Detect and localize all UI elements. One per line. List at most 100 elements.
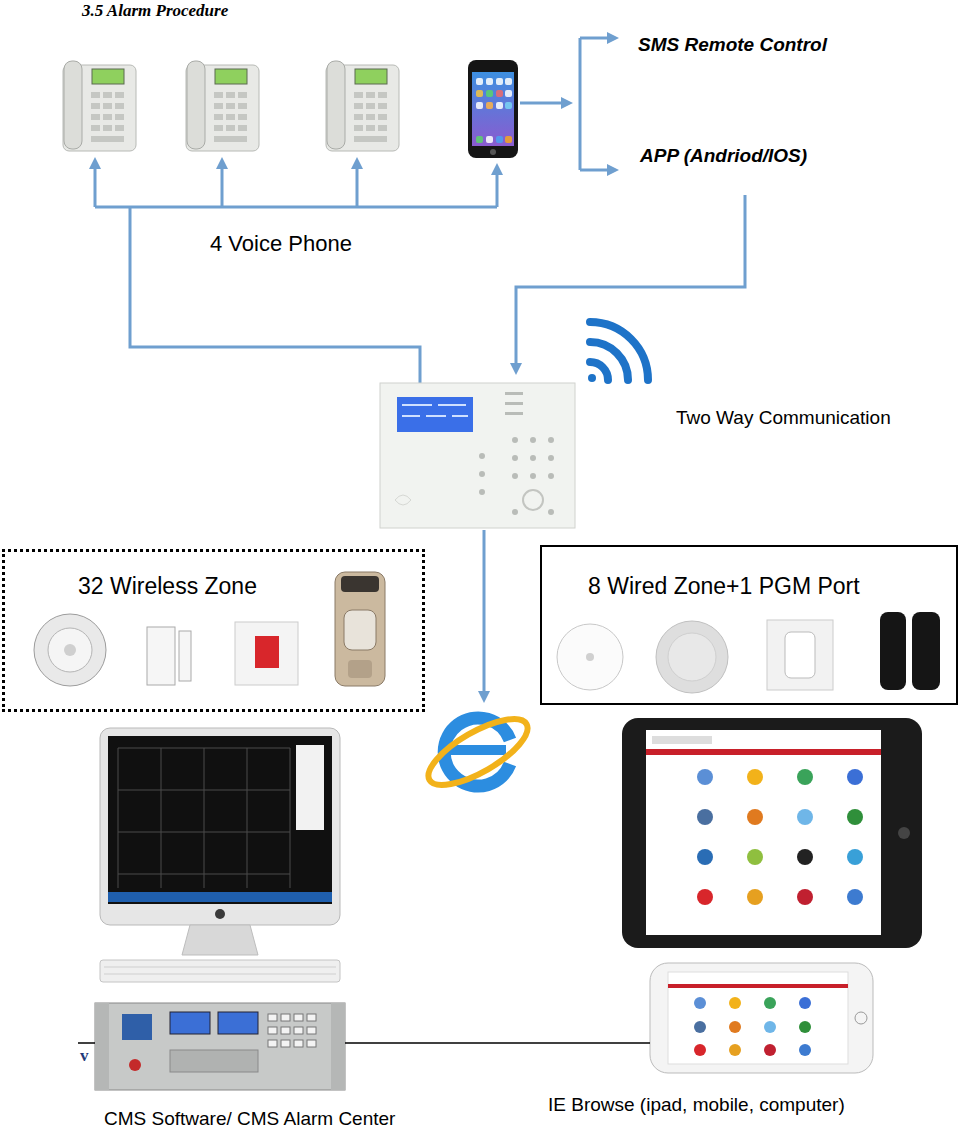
cms-alarm-receiver-part-part [268,1027,277,1034]
tablet-part [697,769,863,905]
fragment-text: v [80,1046,89,1066]
tablet-part [646,730,881,935]
alarm-panel-part-part [402,404,432,406]
alarm-panel-part-part [479,471,485,477]
cms-alarm-receiver-part [95,1003,109,1090]
alarm-panel-part-part [512,437,518,443]
mobile-phone-part [668,984,848,988]
wireless-devices-part [255,636,279,668]
smartphone-part-part [496,90,503,97]
smartphone-part-part [505,90,512,97]
alarm-panel-part-part [548,473,554,479]
tablet-part-part [847,849,863,865]
tablet [622,718,922,948]
wireless-devices-part [48,628,92,672]
alarm-panel-part [395,495,411,505]
smartphone-part-part [476,136,483,143]
signal-arrows-part [580,169,610,172]
wired-devices-part [586,653,594,661]
mobile-phone-part-part [799,1021,811,1033]
mobile-phone-part-part [694,997,706,1009]
mobile-phone-part-part [764,1021,776,1033]
wireless-devices-part [341,576,379,592]
wireless-icon-part [588,374,596,382]
wired-devices-part [557,624,623,690]
smartphone-part-part [505,102,512,109]
link-line-part [78,1042,95,1044]
alarm-panel-part-part [512,455,518,461]
wireless-devices-part [34,614,106,686]
smartphone-part-part [486,90,493,97]
wireless-devices-part [179,631,191,681]
cms-alarm-receiver-part-part [281,1027,290,1034]
cms-alarm-receiver-part-part [307,1014,316,1021]
signal-arrows-part [94,166,97,207]
browser-icon [420,707,537,798]
device-caption: CMS Software/ CMS Alarm Center [104,1108,395,1130]
mobile-phone-part-part [694,1044,706,1056]
alarm-panel-part [380,383,575,528]
cms-computer-part-part [118,748,290,888]
wired-devices-part [656,621,728,693]
wireless-devices-part [348,660,372,678]
alarm-panel [380,383,575,528]
smartphone-part-part [496,78,503,85]
tablet-part-part [697,849,713,865]
link-line-part [345,1042,650,1044]
tablet-part [622,718,922,948]
cms-alarm-receiver-part-part [268,1014,277,1021]
cms-computer-part [100,728,340,925]
tablet-part-part [697,769,713,785]
zone-heading: 8 Wired Zone+1 PGM Port [588,573,860,599]
cms-alarm-receiver-part-part [281,1040,290,1047]
smartphone-part [490,149,496,155]
wireless-devices-part [335,572,385,686]
signal-arrows-part [579,38,582,170]
tablet-part-part [797,889,813,905]
cms-computer-part-part [104,967,336,974]
alarm-panel-part-part [402,415,420,417]
tablet-part-part [847,769,863,785]
signal-arrows-part [580,37,610,40]
tablet-part-part [747,849,763,865]
wireless-devices [34,572,385,686]
alarm-panel-part-part [479,453,485,459]
cms-alarm-receiver-part-part [294,1014,303,1021]
wireless-devices-part [64,644,76,656]
smartphone [468,60,518,158]
mobile-phone-part-part [694,1021,706,1033]
cms-alarm-receiver [95,1003,345,1090]
mobile-phone-part [668,972,848,1064]
mobile-phone-part-part [799,997,811,1009]
cms-alarm-receiver-part-part [294,1027,303,1034]
desk-phones-part [326,61,399,151]
smartphone-part-part [496,102,503,109]
cms-computer-part [182,925,258,955]
cms-computer-part [296,745,324,830]
link-line [78,1042,650,1044]
alarm-panel-part-part [452,415,468,417]
wireless-icon-part [590,342,628,380]
smartphone-part-part [496,136,503,143]
wireless-devices-part [344,610,376,650]
desk-phones-part [63,61,136,151]
signal-arrows-part [356,166,359,207]
smartphone-part-part [486,102,493,109]
tablet-part-part [797,849,813,865]
alarm-panel-part-part [505,392,523,395]
alarm-panel-part [479,392,554,515]
wireless-icon-part [590,322,648,380]
tablet-part [898,827,910,839]
channel-label: APP (Andriod/IOS) [640,145,807,167]
tablet-part-part [797,769,813,785]
cms-alarm-receiver-part-part [307,1040,316,1047]
wired-devices-part [668,633,716,681]
mobile-phone [650,963,873,1073]
channel-label: SMS Remote Control [638,34,827,56]
zone-heading: 32 Wireless Zone [78,573,257,599]
device-caption: IE Browse (ipad, mobile, computer) [548,1094,845,1116]
wired-devices-part [785,632,815,678]
cms-alarm-receiver-part [95,1003,345,1090]
tablet-part-part [697,809,713,825]
